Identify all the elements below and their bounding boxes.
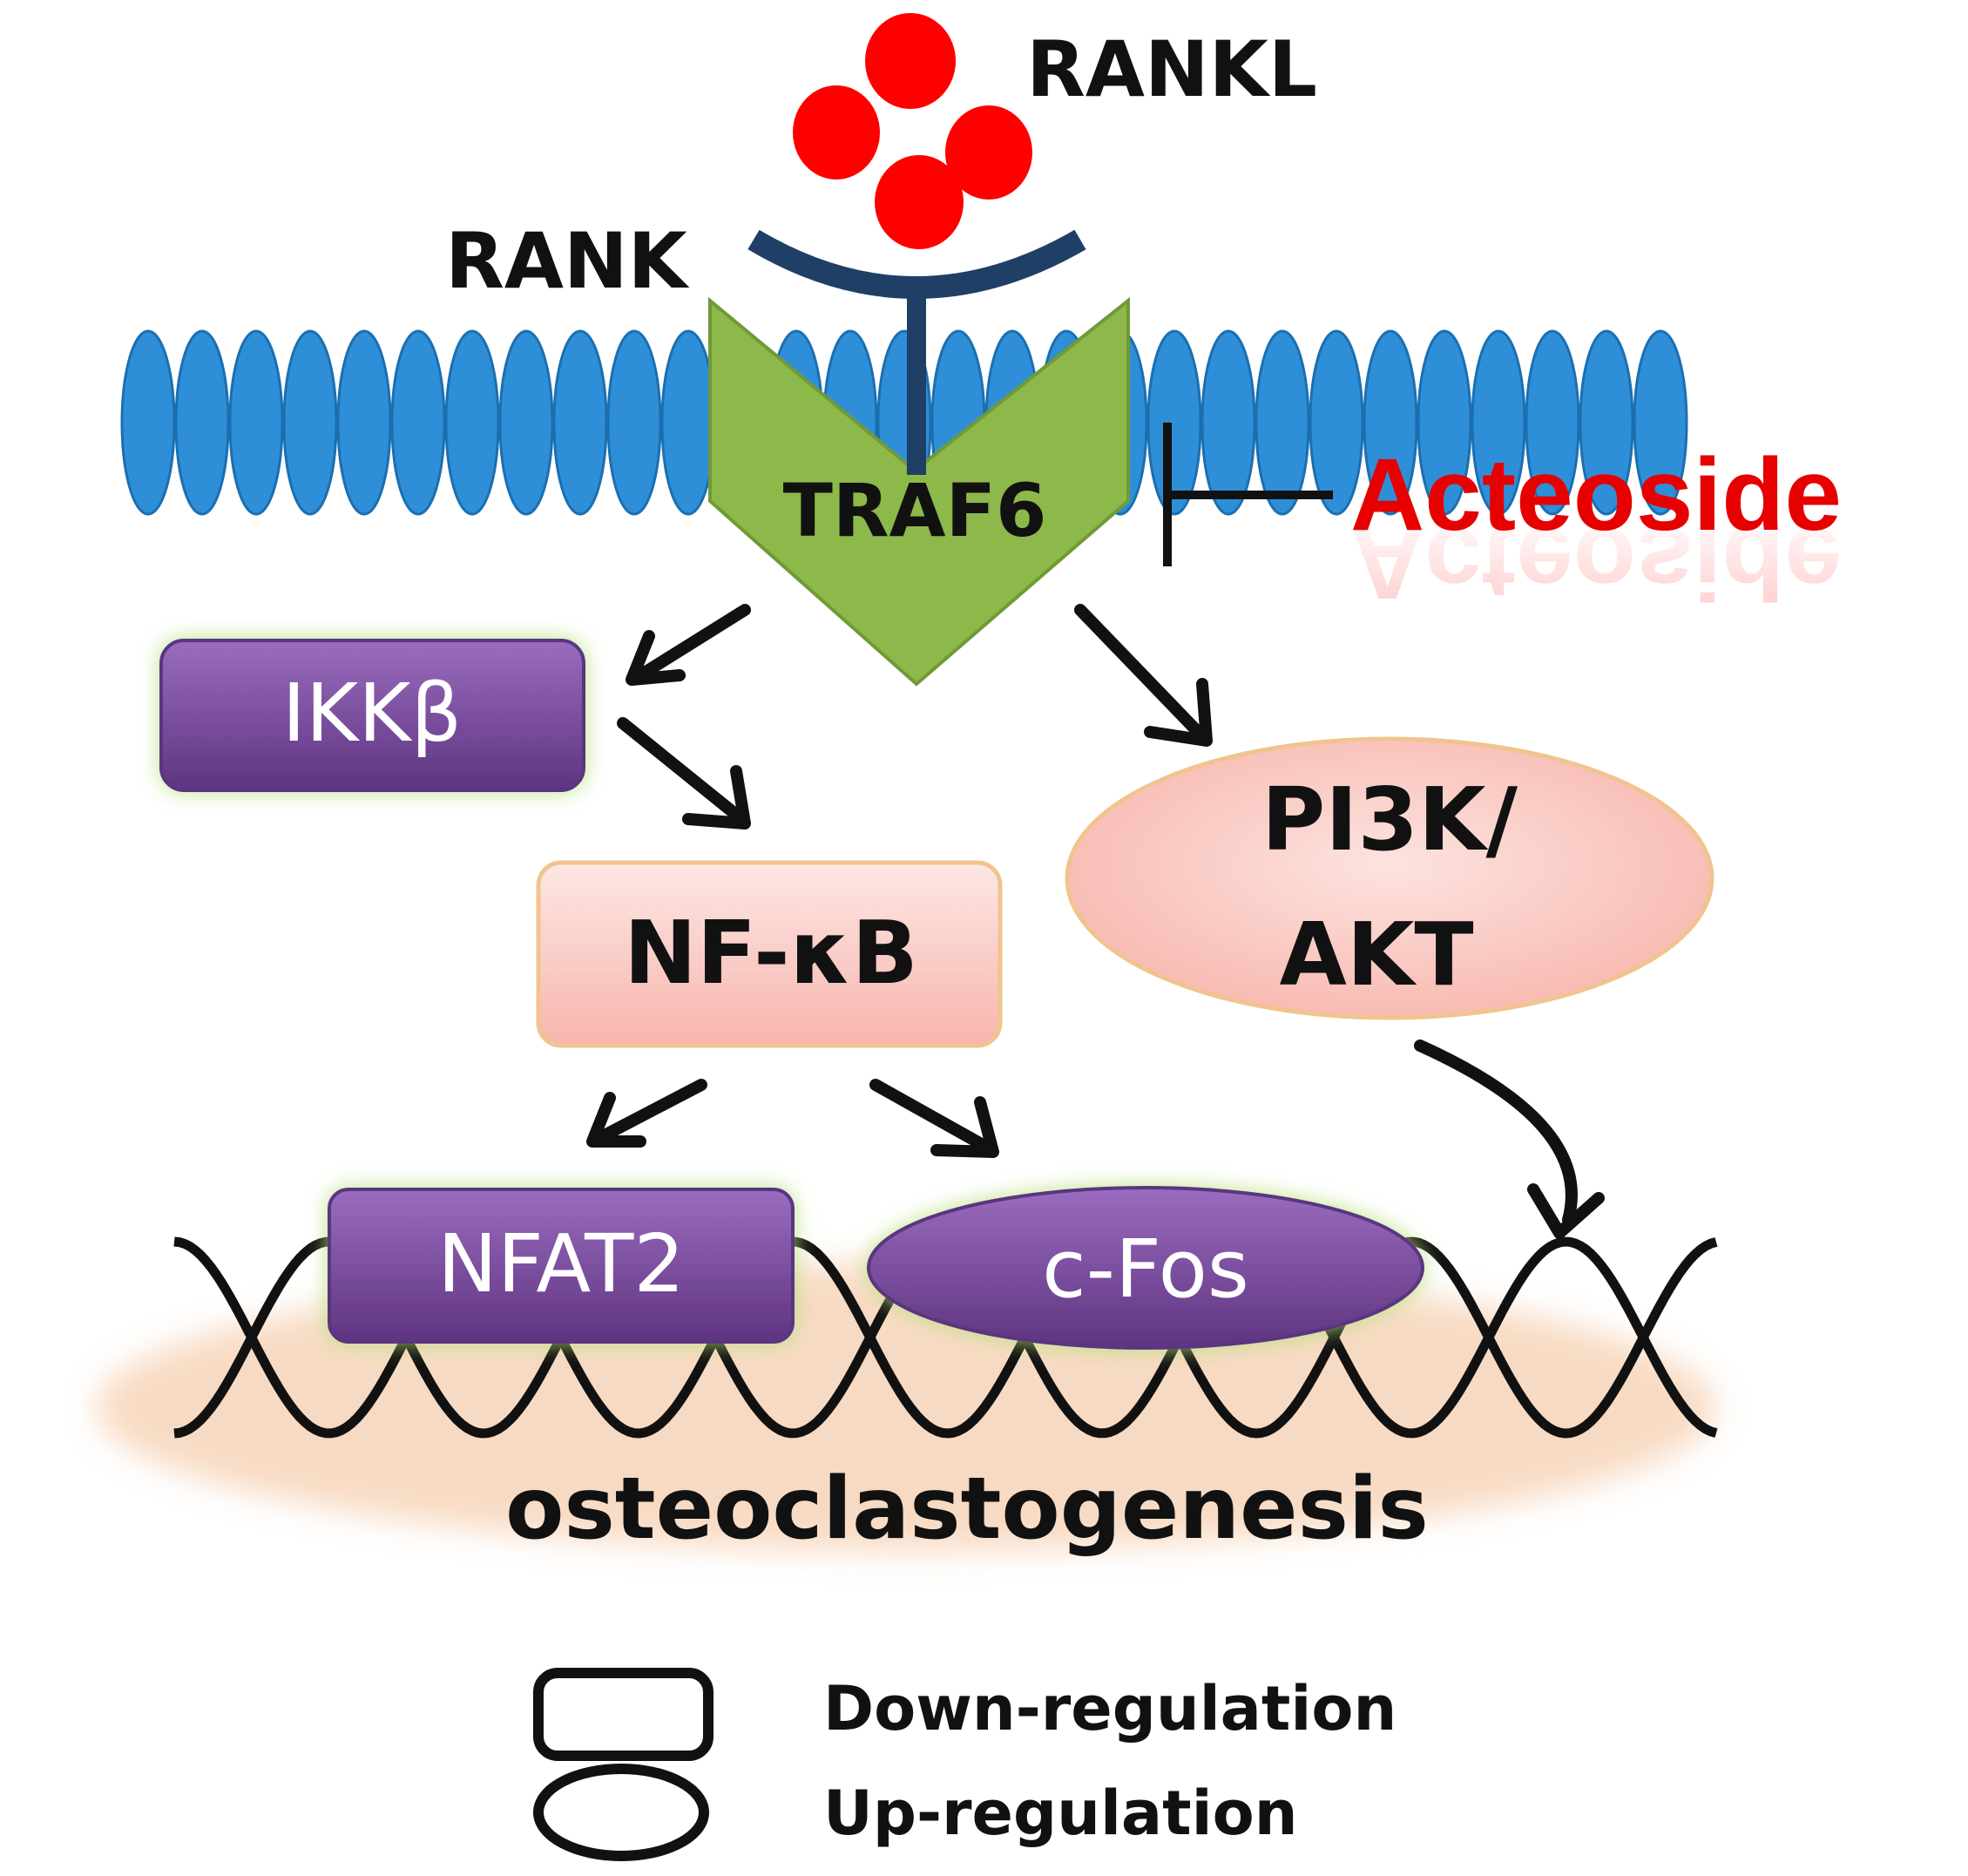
arrows: [586, 604, 1605, 1239]
acteoside-label: Acteoside: [1350, 437, 1842, 552]
membrane-lipid: [282, 329, 338, 516]
membrane-lipid: [1579, 329, 1634, 516]
traf6-label: TRAF6: [783, 468, 1047, 553]
pi3k-label-line2: AKT: [1279, 904, 1473, 1006]
arrow-traf6-to-pi3k: [1074, 604, 1213, 747]
nfkb-box: [536, 860, 1003, 1048]
membrane-lipid: [1363, 329, 1418, 516]
membrane-lipid: [1255, 329, 1310, 516]
traf6-chevron: [708, 296, 1130, 687]
membrane-lipid: [1525, 329, 1580, 516]
membrane-lipid: [606, 329, 662, 516]
nfkb-label: NF-κB: [624, 902, 918, 1004]
arrow-pi3k-to-nucleus: [1414, 1040, 1605, 1239]
inhibition-bar: [1163, 423, 1333, 566]
legend-rect-swatch: [533, 1668, 713, 1761]
pi3k-akt-ellipse: [1065, 736, 1714, 1020]
legend: Down-regulation Up-regulation: [533, 1668, 1397, 1861]
membrane-lipid: [1471, 329, 1526, 516]
nfat2-label: NFAT2: [437, 1217, 685, 1310]
legend-up-label: Up-regulation: [823, 1778, 1298, 1849]
cfos-label: c-Fos: [1042, 1222, 1249, 1316]
legend-ellipse-swatch: [533, 1764, 709, 1861]
membrane-lipid: [228, 329, 284, 516]
membrane-lipid: [336, 329, 392, 516]
rankl-ligand: [793, 13, 1032, 249]
membrane-lipid: [1309, 329, 1364, 516]
membrane-lipid: [1417, 329, 1472, 516]
membrane-lipid: [1633, 329, 1688, 516]
membrane-lipid: [498, 329, 554, 516]
membrane-lipid: [552, 329, 608, 516]
membrane-lipid: [1200, 329, 1256, 516]
arrow-nfkb-to-cfos: [869, 1079, 999, 1158]
membrane-lipid: [390, 329, 446, 516]
osteoclastogenesis-label: osteoclastogenesis: [505, 1459, 1429, 1559]
acteoside-reflection: Acteoside: [1350, 505, 1842, 620]
ikkb-label: IKKβ: [282, 667, 463, 760]
svg-text:Acteoside: Acteoside: [1350, 505, 1842, 620]
arrow-traf6-to-ikkb: [626, 604, 751, 686]
membrane-lipid: [660, 329, 716, 516]
arrow-nfkb-to-nfat2: [586, 1079, 707, 1148]
ikkb-box: [159, 639, 585, 792]
membrane-lipid: [120, 329, 176, 516]
rank-label: RANK: [445, 216, 690, 306]
nfat2-box: [328, 1188, 795, 1344]
pi3k-label-line1: PI3K/: [1261, 769, 1518, 870]
legend-down-label: Down-regulation: [823, 1673, 1397, 1744]
arrow-ikkb-to-nfkb: [617, 717, 751, 830]
cfos-ellipse: [867, 1186, 1424, 1350]
membrane-lipid: [444, 329, 500, 516]
rankl-label: RANKL: [1026, 24, 1317, 114]
membrane-lipid: [1146, 329, 1202, 516]
membrane-lipid: [174, 329, 230, 516]
